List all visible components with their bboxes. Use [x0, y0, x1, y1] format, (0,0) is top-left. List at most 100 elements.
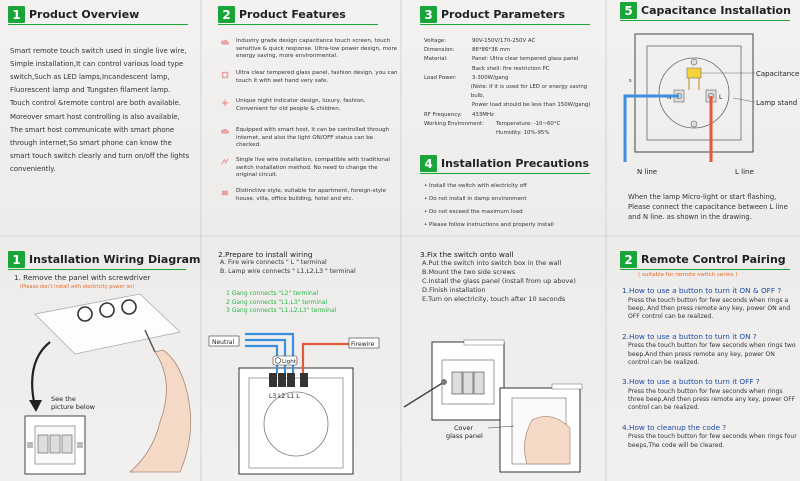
fix-title: 3.Fix the switch onto wall: [420, 250, 514, 259]
overview-body: Smart remote touch switch used in single…: [10, 47, 190, 173]
gang3-note: 3 Gang connects "L1,L2,L3" terminal: [226, 307, 337, 315]
firewire-label: Firewire: [351, 341, 375, 348]
wiring-diagram: Neutral Firewire Light L3 L2 L1 L: [208, 332, 380, 475]
fold-line: [400, 0, 402, 481]
feature-item: Single live wire installation, compatibl…: [221, 157, 398, 180]
hand-icon: [128, 349, 192, 473]
section-number: 2: [620, 251, 637, 268]
neutral-label: Neutral: [212, 339, 234, 346]
light-label: Light: [282, 359, 297, 365]
feature-item: Equipped with smart host, it can be cont…: [221, 127, 398, 150]
picture-below-label: picture below: [51, 403, 96, 411]
section-number: 5: [620, 2, 637, 19]
feature-item: Ultra clear tempered glass panel, fashio…: [221, 70, 398, 85]
see-label: See the: [51, 395, 76, 403]
fix-steps: A.Put the switch into switch box in the …: [422, 259, 602, 304]
wire-icon: [221, 158, 229, 165]
capacitance-header: 5 Capacitance Installation: [620, 2, 791, 19]
svg-text:s: s: [629, 78, 632, 84]
bulb-icon: [274, 357, 282, 364]
feature-item: Distinctive style, suitable for apartmen…: [221, 188, 398, 203]
lamp-stand-label: Lamp stand: [756, 99, 797, 107]
precaution-item: Do not install in damp environment: [429, 195, 527, 202]
faq-question: 1.How to use a button to turn it ON & OF…: [622, 286, 782, 295]
precaution-item: Please follow instructions and properly …: [429, 221, 554, 228]
fold-line: [605, 0, 607, 481]
feature-item: Unique night indicator design, luxury, f…: [221, 98, 398, 113]
fix-step: C.Install the glass panel (install from …: [422, 277, 576, 286]
fix-switch-illustration: Cover glass panel: [403, 339, 583, 473]
header-underline: [420, 24, 590, 25]
precaution-item: Install the switch with electricity off: [429, 183, 527, 189]
gang1-note: 1 Gang connects "L2" terminal: [226, 290, 319, 297]
hand-icon: [524, 416, 571, 465]
feature-text: Unique night indicator design, luxury, f…: [236, 98, 366, 112]
screwdriver-icon: [403, 381, 445, 408]
firewire: [301, 342, 349, 373]
fix-step: E.Turn on electricity, touch after 10 se…: [422, 295, 566, 304]
wiring-step1-note: (Please don't install with electricity p…: [20, 284, 135, 290]
capacitance-diagram: N L s Capacitance Lamp stand N line L li…: [623, 33, 799, 176]
section-title: Product Overview: [29, 8, 140, 21]
n-line-label: N line: [637, 168, 657, 176]
l-line-label: L line: [735, 168, 754, 176]
capacitance-note: When the lamp Micro-light or start flash…: [628, 193, 788, 221]
cloud-icon: [221, 128, 229, 134]
gang-notes: 1 Gang connects "L2" terminal 2 Gang con…: [226, 290, 336, 316]
sun-icon: [221, 99, 229, 107]
header-underline: [8, 24, 188, 25]
fold-line: [200, 0, 202, 481]
section-number: 2: [218, 6, 235, 23]
section-title: Product Features: [239, 8, 346, 21]
section-number: 3: [420, 6, 437, 23]
remove-panel-illustration: See the picture below: [24, 293, 192, 475]
precautions-header: 4 Installation Precautions: [420, 155, 589, 172]
fix-step: A.Put the switch into switch box in the …: [422, 259, 562, 267]
wiring-header: 1 Installation Wiring Diagram: [8, 251, 201, 268]
prepare-title: 2.Prepare to install wiring: [218, 250, 313, 259]
features-header: 2 Product Features: [218, 6, 346, 23]
section-title: Installation Wiring Diagram: [29, 253, 201, 266]
cloud-icon: [221, 39, 229, 45]
header-underline: [620, 269, 790, 270]
remote-faq: 1.How to use a button to turn it ON & OF…: [622, 286, 797, 450]
section-title: Product Parameters: [441, 8, 566, 21]
capacitance-label: Capacitance: [756, 70, 799, 78]
faq-answer: Press the touch button for few seconds w…: [628, 433, 797, 449]
faq-answer: Press the touch button for few seconds w…: [628, 296, 791, 321]
feature-item: Industry grade design capacitance touch …: [221, 38, 398, 61]
header-underline: [8, 269, 186, 270]
faq-answer: Press the touch button for few seconds w…: [628, 342, 796, 366]
remote-subtitle: ( suitable for remote switch series ): [638, 272, 738, 278]
fix-step: B.Mount the two side screws: [422, 268, 516, 277]
n-wire: [623, 94, 679, 162]
tag-icon: [221, 190, 229, 196]
header-underline: [218, 24, 378, 25]
prepare-a: A. Fire wire connects " L " terminal: [220, 259, 327, 266]
fix-step: D.Finish installation: [422, 286, 486, 295]
section-number: 1: [8, 251, 25, 268]
capacitor-icon: [686, 67, 702, 79]
wiring-step1: 1. Remove the panel with screwdriver: [14, 273, 151, 282]
glass-panel-icon: [221, 71, 229, 79]
glass-panel-label: glass panel: [446, 432, 483, 440]
feature-text: Industry grade design capacitance touch …: [236, 38, 398, 60]
section-number: 4: [420, 155, 437, 172]
faq-question: 2.How to use a button to turn it ON ?: [622, 331, 757, 341]
remote-header: 2 Remote Control Pairing: [620, 251, 786, 268]
feature-text: Distinctive style, suitable for apartmen…: [236, 188, 386, 202]
prepare-b: B. Lamp wire connects " L1,L2,L3 " termi…: [220, 268, 356, 275]
parameters-header: 3 Product Parameters: [420, 6, 565, 23]
header-underline: [420, 173, 590, 174]
fold-line: [0, 235, 800, 237]
precautions-list: • Install the switch with electricity of…: [424, 183, 554, 228]
cover-label: Cover: [454, 424, 473, 432]
gang2-note: 2 Gang connects "L1,L3" terminal: [226, 298, 328, 306]
parameters-table: Voltage:90V-150V/170-250V AC Dimension:8…: [424, 38, 591, 136]
terminal-labels: L3 L2 L1 L: [269, 393, 300, 400]
feature-text: Ultra clear tempered glass panel, fashio…: [236, 70, 398, 84]
section-title: Installation Precautions: [441, 157, 590, 170]
header-underline: [620, 20, 790, 21]
section-number: 1: [8, 6, 25, 23]
